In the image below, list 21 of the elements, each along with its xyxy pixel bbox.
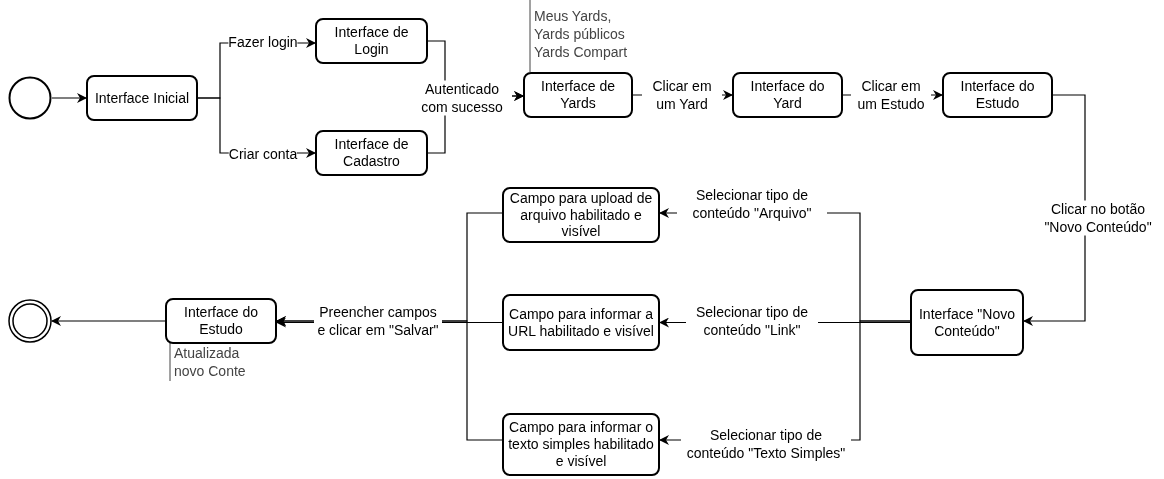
state-box: Interface do Yard [732, 72, 843, 118]
note-text: Atualizada novo Conte [174, 344, 247, 381]
state-box: Interface de Login [315, 18, 428, 64]
state-box: Campo para informar o texto simples habilitado e visível [502, 413, 660, 476]
state-box: Interface de Yards [523, 72, 633, 118]
edge-label: Selecionar tipo de conteúdo "Texto Simples" [681, 426, 851, 462]
state-box: Interface Inicial [86, 75, 198, 121]
arrow [1023, 94, 1086, 326]
state-box: Interface "Novo Conteúdo" [910, 289, 1024, 356]
state-box: Campo para informar a URL habilitado e visível [502, 294, 660, 351]
state-box: Campo para upload de arquivo habilitado e visível [502, 187, 660, 243]
state-box: Interface de Cadastro [315, 130, 428, 176]
initial-state-circle [8, 76, 52, 120]
state-box: Interface do Estudo [165, 298, 277, 344]
final-state-circle [8, 299, 52, 343]
state-box: Interface do Estudo [942, 72, 1053, 118]
edge-label: Fazer login [228, 34, 298, 52]
note-text: Meus Yards, Yards públicos Yards Compart [534, 7, 629, 62]
arrow [51, 316, 166, 326]
edge-label: Selecionar tipo de conteúdo "Arquivo" [677, 186, 827, 222]
arrow [51, 93, 87, 103]
